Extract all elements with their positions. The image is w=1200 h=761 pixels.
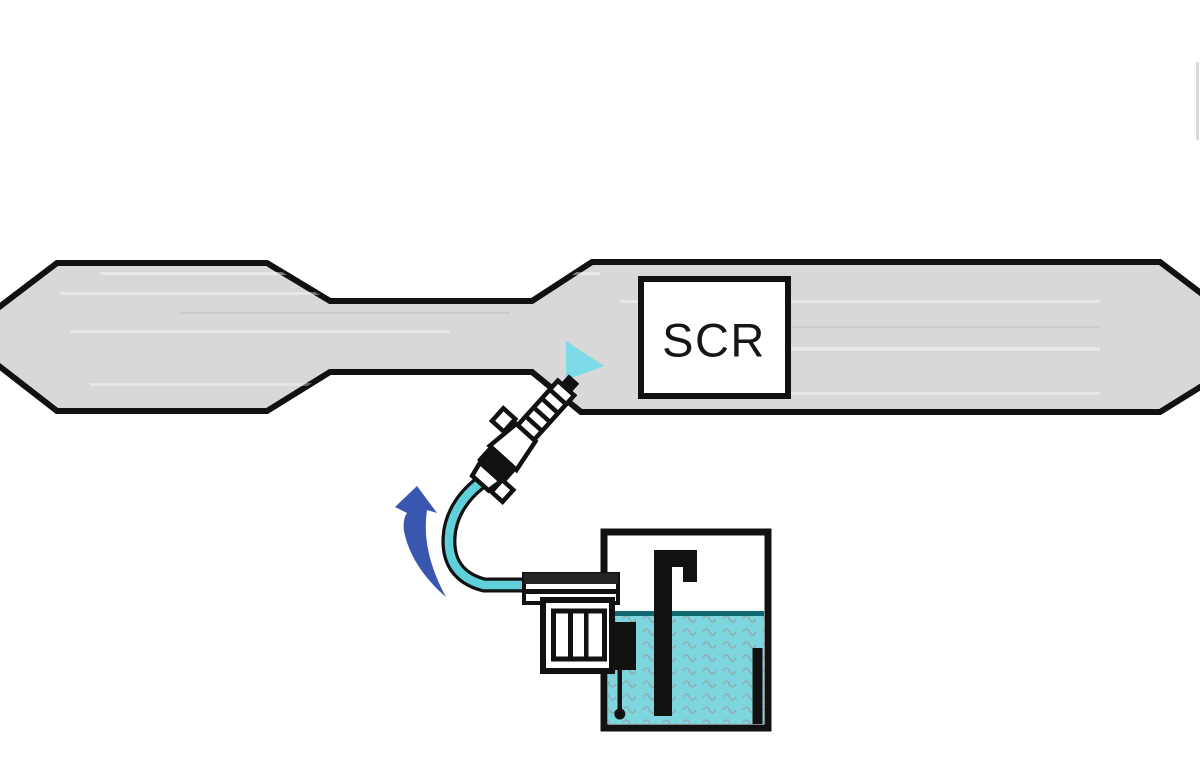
flow-arrow-icon — [395, 486, 446, 597]
exhaust-pipe-body — [0, 259, 1200, 415]
injector-collar — [469, 459, 505, 494]
edge-artifact-line — [1196, 62, 1199, 140]
tank-right-baffle — [752, 648, 763, 724]
injector-right-tab — [488, 476, 517, 505]
liquid-surface-line — [608, 611, 764, 616]
hose-core — [444, 479, 527, 590]
exhaust-pipe — [0, 259, 1200, 415]
filter-cartridge — [551, 608, 607, 662]
suction-tube — [654, 550, 697, 716]
urea-injector — [469, 374, 580, 505]
supply-hose — [441, 477, 527, 593]
pump-top-bar — [524, 573, 618, 584]
pump-mid-bar — [526, 589, 616, 594]
injector-band — [477, 445, 517, 485]
injector-left-tab — [488, 405, 519, 435]
scr-label-box — [638, 276, 791, 399]
urea-tank — [600, 528, 772, 732]
filter-module — [540, 597, 615, 674]
scr-label: SCR — [662, 314, 766, 367]
injector-body — [486, 420, 539, 474]
scr-catalyst: SCR — [638, 276, 791, 399]
spray-icon — [566, 341, 604, 380]
